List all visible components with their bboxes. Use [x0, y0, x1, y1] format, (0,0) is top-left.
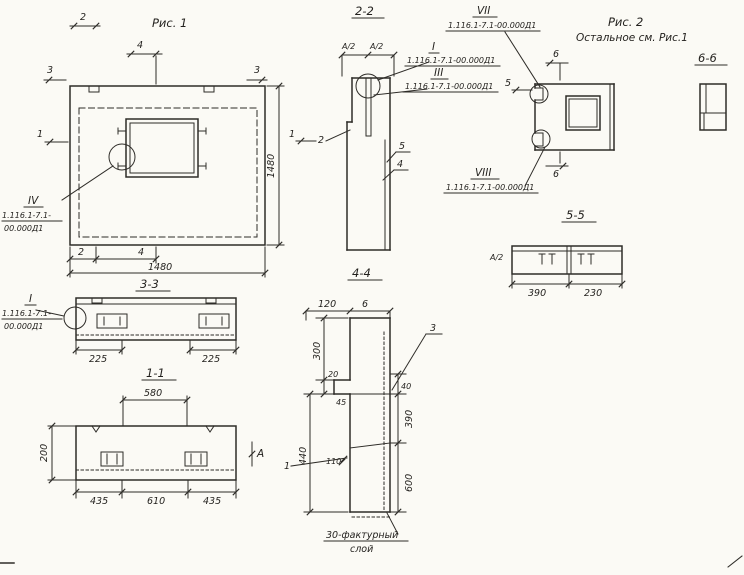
- sec33-embed-plate-left: [96, 313, 128, 329]
- sec11-dim-435-left: 435: [90, 496, 108, 507]
- section-6-6-title: 6-6: [698, 51, 717, 65]
- section-2-2-title: 2-2: [355, 4, 374, 18]
- sec55-dim-390: 390: [528, 288, 546, 299]
- fig1-lifting-notch-right: [203, 85, 215, 93]
- sec44-note-line-1: 30-фактурный: [326, 530, 398, 541]
- sec22-mark-1: 1: [289, 129, 295, 140]
- sec33-dim-225-left: 225: [89, 354, 107, 365]
- fig2-callout-vii-ref: VII: [477, 5, 490, 17]
- sec22-callout-i-ref: I: [432, 41, 435, 53]
- sec44-dim-40: 40: [401, 382, 411, 391]
- fig1-dim-left-3: 3: [47, 65, 53, 76]
- sec22-dim-a2-left: А/2: [341, 42, 355, 51]
- fig1-detail-circle: [108, 143, 136, 171]
- sec11-mark-a: А: [256, 448, 264, 460]
- fig1-dim-top-2: 2: [80, 12, 86, 23]
- sec22-callout-iii-label: 1.116.1-7.1-00.000Д1: [405, 82, 493, 91]
- sec44-dim-300: 300: [312, 342, 323, 360]
- fig1-panel-outline: [69, 85, 266, 246]
- sec55-dim-230: 230: [584, 288, 602, 299]
- sec33-callout-i-label-1: 1.116.1-7.1-: [2, 309, 51, 318]
- sec33-embed-plate-right: [198, 313, 230, 329]
- fig1-dim-right-3: 3: [254, 65, 260, 76]
- sec44-dim-390: 390: [404, 410, 415, 428]
- fig1-dim-bottom-2: 2: [78, 247, 84, 258]
- sec11-embed-plate-left: [100, 451, 124, 467]
- fig1-dim-bottom-1480: 1480: [148, 262, 172, 273]
- figure-1-view: Рис. 1 2 4 3 3 1 IV 1.116.1-7.1- 00.000: [1, 12, 285, 278]
- sec44-dim-120: 120: [318, 299, 336, 310]
- sec44-dim-20: 20: [328, 370, 338, 379]
- fig1-window-opening: [125, 118, 199, 178]
- sec55-dim-a2: А/2: [489, 253, 503, 262]
- fig1-section-mark-1: 1: [37, 129, 43, 140]
- figure-2-subtitle: Остальное см. Рис.1: [576, 32, 688, 44]
- section-6-6-view: 6-6: [694, 51, 728, 131]
- fig1-hidden-contour: [78, 107, 258, 238]
- sec11-dim-435-right: 435: [203, 496, 221, 507]
- section-4-4-view: 4-4 120 6 3 300 20 45: [284, 266, 443, 555]
- fig2-detail-circle-bottom: [531, 129, 551, 149]
- figure-2-view: VII 1.116.1-7.1-00.000Д1 Рис. 2 Остально…: [443, 5, 688, 194]
- fig1-callout-iv-ref: IV: [28, 195, 39, 207]
- sec33-detail-circle: [63, 306, 87, 330]
- fig2-callout-vii-label: 1.116.1-7.1-00.000Д1: [448, 21, 536, 30]
- sec22-callout-iii-ref: III: [434, 67, 443, 79]
- fig2-dim-6-bottom: 6: [553, 169, 559, 180]
- sec66-body: [699, 83, 727, 131]
- figure-2-title: Рис. 2: [608, 15, 643, 29]
- sec44-dim-110: 110: [326, 457, 341, 466]
- fig2-mark-5: 5: [505, 78, 511, 89]
- section-5-5-view: 5-5 А/2 390 230: [489, 208, 626, 299]
- section-3-3-title: 3-3: [140, 277, 159, 291]
- fig1-lifting-notch-left: [88, 85, 100, 93]
- sec44-dim-45: 45: [336, 398, 346, 407]
- section-2-2-view: 2-2 А/2 А/2 I 1.116.1-7.1-00.000Д1 III 1…: [289, 4, 501, 251]
- fig1-dim-top-4: 4: [137, 40, 143, 51]
- figure-1-title: Рис. 1: [152, 16, 187, 30]
- sec22-mark-4: 4: [397, 159, 403, 170]
- fig2-opening: [565, 95, 601, 131]
- fig1-dim-bottom-4: 4: [138, 247, 144, 258]
- sec11-embed-plate-right: [184, 451, 208, 467]
- section-5-5-title: 5-5: [566, 208, 585, 222]
- fig2-dim-6-top: 6: [553, 49, 559, 60]
- sec33-dim-225-right: 225: [202, 354, 220, 365]
- sec33-callout-i-label-2: 00.000Д1: [4, 322, 43, 331]
- fig2-callout-viii-label: 1.116.1-7.1-00.000Д1: [446, 183, 534, 192]
- fig1-dim-height-1480: 1480: [266, 154, 277, 178]
- sec44-mark-3: 3: [430, 323, 436, 334]
- sec11-dim-580: 580: [144, 388, 162, 399]
- fig2-callout-viii-ref: VIII: [475, 167, 491, 179]
- sec22-mark-5: 5: [399, 141, 405, 152]
- sec44-mark-1: 1: [284, 461, 290, 472]
- section-3-3-view: 3-3 I 1.116.1-7.1- 00.000Д1 225 225: [1, 277, 240, 365]
- fig1-callout-iv-label-1: 1.116.1-7.1-: [2, 211, 51, 220]
- sec44-dim-600: 600: [404, 474, 415, 492]
- section-1-1-view: 1-1 580 200 А 435 610 435: [39, 366, 264, 507]
- fig2-detail-circle-top: [529, 84, 549, 104]
- fig1-callout-iv-label-2: 00.000Д1: [4, 224, 43, 233]
- section-4-4-title: 4-4: [352, 266, 371, 280]
- sec33-callout-i-ref: I: [29, 293, 32, 305]
- sheet-frame-marks: [0, 555, 743, 568]
- sec11-dim-610: 610: [147, 496, 165, 507]
- section-1-1-title: 1-1: [146, 366, 165, 380]
- sec11-dim-200: 200: [39, 444, 50, 462]
- sec44-dim-6: 6: [362, 299, 368, 310]
- sec22-dim-a2-right: А/2: [369, 42, 383, 51]
- sec11-body: [75, 425, 237, 481]
- sec44-dim-440: 440: [298, 447, 309, 465]
- sec44-note-line-2: слой: [350, 544, 373, 555]
- sec22-callout-i-label: 1.116.1-7.1-00.000Д1: [407, 56, 495, 65]
- sec22-mark-2: 2: [318, 135, 324, 146]
- sec22-detail-circle: [355, 73, 381, 99]
